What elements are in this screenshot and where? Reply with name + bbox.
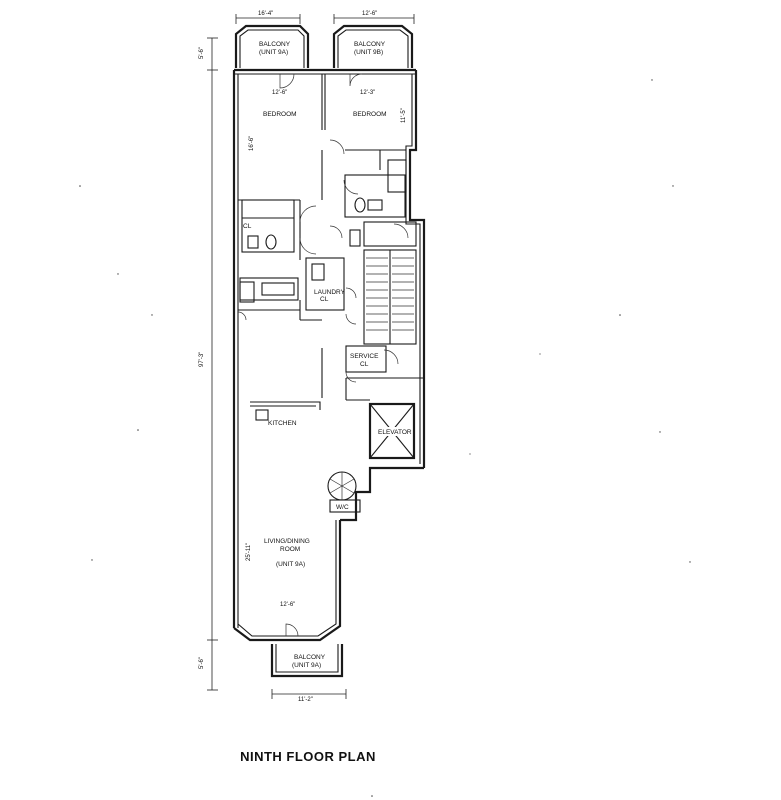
wic-label: W/C [336, 504, 349, 511]
bottom-dimension: 11'-2" [271, 689, 347, 703]
dim-bottom-width: 11'-2" [298, 697, 313, 703]
laundry-cl-label: CL [320, 296, 329, 303]
dim-top-right: 12'-6" [362, 11, 377, 17]
service-cl-label: SERVICE [350, 353, 379, 360]
balcony-top-left: BALCONY (UNIT 9A) [234, 24, 310, 68]
dim-bedroom-left-depth: 16'-6" [249, 136, 255, 151]
living-label: LIVING/DINING [264, 538, 310, 545]
door-swings [237, 73, 409, 637]
balcony-top-right: BALCONY (UNIT 9B) [332, 24, 414, 68]
bedroom-right-label: BEDROOM [353, 111, 387, 118]
balcony-bottom: BALCONY (UNIT 9A) [270, 644, 344, 678]
bath-fixtures [239, 197, 383, 303]
exterior-walls [232, 68, 426, 642]
dim-living-width: 12'-6" [280, 602, 295, 608]
room-labels: BEDROOM BEDROOM CL LIVING/DINING ROOM (U… [243, 111, 387, 568]
dim-bedroom-right-depth: 11'-5" [401, 108, 407, 123]
balcony-top-left-unit: (UNIT 9A) [259, 49, 288, 56]
dim-balcony-depth: 5'-6" [199, 47, 205, 59]
service-cl-sub-label: CL [360, 361, 369, 368]
elevator-label: ELEVATOR [378, 429, 412, 436]
balcony-bottom-unit: (UNIT 9A) [292, 662, 321, 669]
bedroom-left-label: BEDROOM [263, 111, 297, 118]
closet-label: CL [243, 223, 252, 230]
balcony-top-right-label: BALCONY [354, 41, 386, 48]
balcony-bottom-label: BALCONY [294, 654, 326, 661]
dim-overall-depth: 97'-3" [199, 352, 205, 367]
dim-living-depth: 25'-11" [246, 543, 252, 561]
dim-top-left: 16'-4" [258, 11, 273, 17]
living-room-label: ROOM [280, 546, 300, 553]
balcony-top-left-label: BALCONY [259, 41, 291, 48]
dim-bedroom-right-width: 12'-3" [360, 90, 375, 96]
balcony-top-right-unit: (UNIT 9B) [354, 49, 383, 56]
interior-walls: LAUNDRY CL KITCHEN [238, 74, 424, 513]
dim-bottom-balcony-depth: 5'-6" [199, 657, 205, 669]
page-title: NINTH FLOOR PLAN [240, 749, 376, 764]
stair-treads [366, 257, 414, 331]
interior-dimensions: 12'-6" 12'-3" 16'-6" 11'-5" 25'-11" 12'-… [246, 90, 407, 608]
top-dimensions: 16'-4" 12'-6" [235, 11, 415, 24]
living-unit-label: (UNIT 9A) [276, 561, 305, 568]
dim-bedroom-left-width: 12'-6" [272, 90, 287, 96]
left-dimensions: 5'-6" 97'-3" 5'-6" [199, 37, 218, 691]
laundry-label: LAUNDRY [314, 289, 346, 296]
scan-specks [79, 79, 691, 797]
kitchen-label: KITCHEN [268, 420, 297, 427]
